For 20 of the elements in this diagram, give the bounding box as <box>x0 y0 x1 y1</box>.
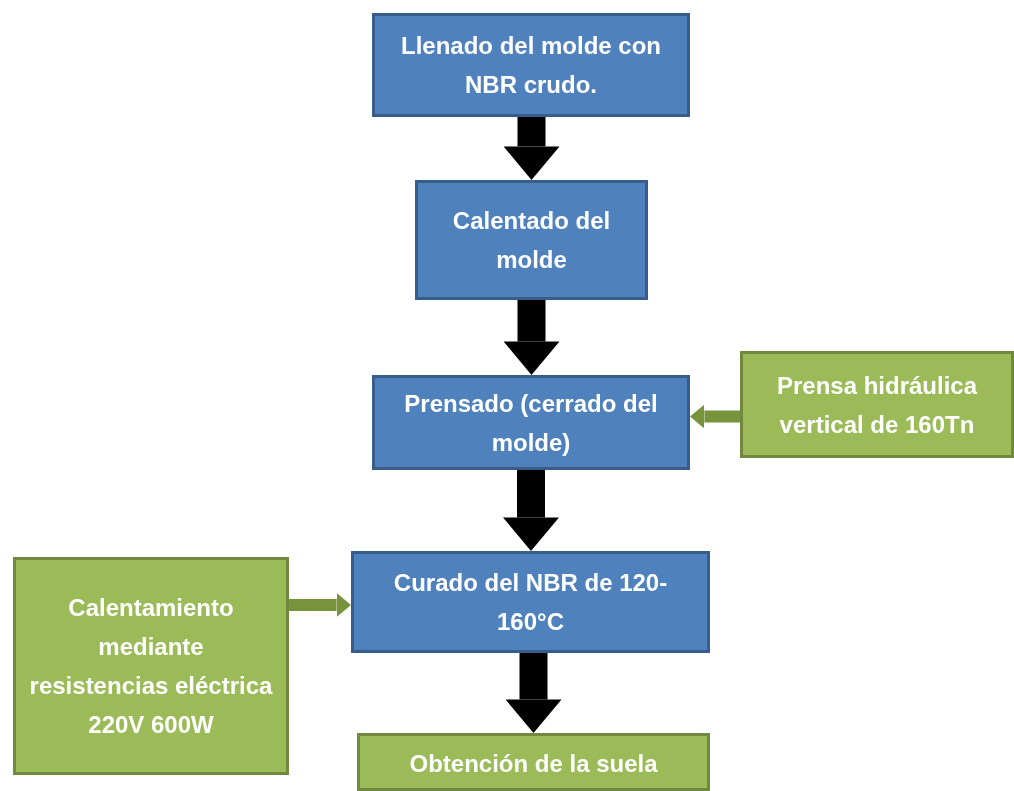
box-label: Llenado del molde con NBR crudo. <box>400 31 662 100</box>
box-label: Prensado (cerrado del molde) <box>403 388 659 458</box>
box-label: Curado del NBR de 120-160°C <box>392 568 669 637</box>
process-box <box>415 180 648 300</box>
block-arrow <box>503 300 560 375</box>
box-label: Calentado del molde <box>451 206 612 275</box>
block-arrow <box>503 470 559 551</box>
process-box <box>351 551 710 653</box>
box-label: Calentamiento mediante resistencias eléctrica 220V 600W <box>28 593 274 740</box>
block-arrow <box>503 117 560 180</box>
process-box <box>372 13 690 117</box>
block-arrow <box>690 404 740 429</box>
box-label: Obtención de la suela <box>409 749 658 779</box>
resource-box <box>357 733 710 791</box>
box-label: Prensa hidráulica vertical de 160Tn <box>775 370 979 440</box>
block-arrow <box>505 653 562 733</box>
process-box <box>372 375 690 470</box>
resource-box <box>13 557 289 775</box>
resource-box <box>740 351 1014 458</box>
block-arrow <box>289 593 351 617</box>
